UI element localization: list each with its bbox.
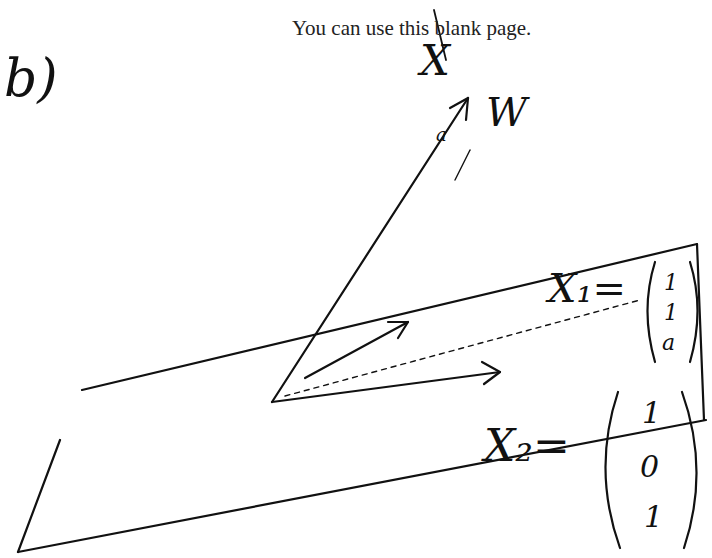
vector-entry: 1 (664, 272, 678, 294)
arrow-head (388, 322, 408, 338)
vector-entry: 1 (664, 302, 678, 324)
arrow-head (450, 98, 468, 120)
vector-arrow (272, 372, 500, 402)
vector-label: W (486, 92, 527, 132)
leader-line (455, 150, 470, 180)
paren (605, 392, 620, 548)
vector-arrow (272, 98, 468, 402)
paren (682, 392, 697, 548)
projection-line (285, 300, 640, 396)
vector-label: X₁= (548, 268, 626, 308)
plane-edge (18, 440, 60, 552)
plane-edge (697, 244, 704, 420)
angle-label: a (436, 126, 447, 144)
plane-edge (82, 244, 697, 390)
vector-label: X₂= (484, 424, 570, 468)
vector-entry: 0 (640, 452, 659, 482)
paren (690, 262, 698, 362)
arrow-head (482, 362, 500, 384)
vector-entry: 1 (644, 502, 663, 532)
vector-arrow (305, 322, 408, 378)
page-note: You can use this blank page. (292, 18, 531, 39)
vector-entry: 1 (642, 398, 661, 428)
plane-edge (18, 420, 706, 552)
part-label: b) (4, 52, 58, 104)
paren (648, 262, 656, 362)
vector-entry: a (662, 332, 675, 354)
vector-label: X (420, 40, 450, 82)
